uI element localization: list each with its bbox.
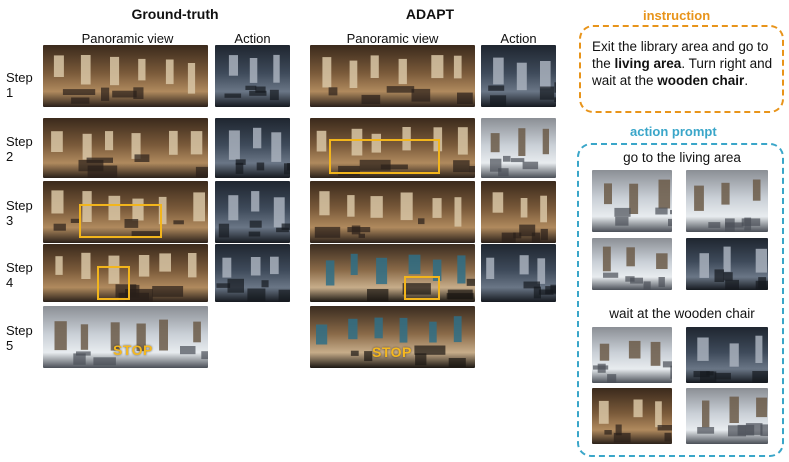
- prompt2-image-4: [686, 388, 768, 444]
- gt-panorama-step-2: [43, 118, 208, 178]
- step-label-2: Step 2: [6, 134, 33, 164]
- adapt-action-step-3: [481, 181, 556, 243]
- instruction-box: [579, 25, 784, 113]
- gt-action-header: Action: [234, 31, 271, 46]
- gt-action-step-2: [215, 118, 290, 178]
- gt-step4-highlight: [97, 266, 130, 300]
- action-prompt-box: [577, 143, 784, 457]
- step-label-4: Step 4: [6, 260, 33, 290]
- gt-action-step-1: [215, 45, 290, 107]
- prompt2-image-1: [592, 327, 672, 383]
- instruction-label: instruction: [639, 8, 715, 23]
- instruction-part: wooden chair: [657, 73, 745, 88]
- gt-action-step-4: [215, 244, 290, 302]
- instruction-part: . Turn right and wait at the: [592, 56, 773, 88]
- adapt-panoramic-header: Panoramic view: [346, 31, 439, 46]
- adapt-step2-highlight: [329, 139, 440, 174]
- gt-panorama-step-4: [43, 244, 208, 302]
- gt-step3-highlight: [79, 204, 162, 238]
- adapt-panorama-step-3: [310, 181, 475, 243]
- adapt-action-header: Action: [500, 31, 537, 46]
- prompt1-image-1: [592, 170, 672, 232]
- adapt-title: ADAPT: [405, 6, 455, 22]
- adapt-action-step-4: [481, 244, 556, 302]
- prompt1-image-2: [686, 170, 768, 232]
- action-prompt-label: action prompt: [626, 124, 721, 139]
- adapt-action-step-1: [481, 45, 556, 107]
- instruction-part: living area: [614, 56, 682, 71]
- prompt1-image-4: [686, 238, 768, 290]
- adapt-stop-label: STOP: [372, 344, 412, 360]
- adapt-step4-highlight: [404, 276, 440, 300]
- gt-panorama-step-5: [43, 306, 208, 368]
- adapt-panorama-step-4: [310, 244, 475, 302]
- gt-action-step-3: [215, 181, 290, 243]
- adapt-action-step-2: [481, 118, 556, 178]
- gt-panorama-step-1: [43, 45, 208, 107]
- prompt-wait-wooden-chair: wait at the wooden chair: [609, 306, 755, 321]
- adapt-panorama-step-1: [310, 45, 475, 107]
- ground-truth-title: Ground-truth: [131, 6, 219, 22]
- instruction-part: .: [744, 73, 749, 88]
- gt-panoramic-header: Panoramic view: [81, 31, 174, 46]
- prompt1-image-3: [592, 238, 672, 290]
- prompt2-image-2: [686, 327, 768, 383]
- adapt-panorama-step-5: [310, 306, 475, 368]
- gt-stop-label: STOP: [113, 342, 153, 358]
- gt-panorama-step-3: [43, 181, 208, 243]
- step-label-3: Step 3: [6, 198, 33, 228]
- prompt-go-living-area: go to the living area: [623, 150, 741, 165]
- instruction-text: Exit the library area and go to the livi…: [592, 38, 776, 89]
- prompt2-image-3: [592, 388, 672, 444]
- instruction-part: Exit the library area and go to the: [592, 39, 769, 71]
- step-label-5: Step 5: [6, 323, 33, 353]
- step-label-1: Step 1: [6, 70, 33, 100]
